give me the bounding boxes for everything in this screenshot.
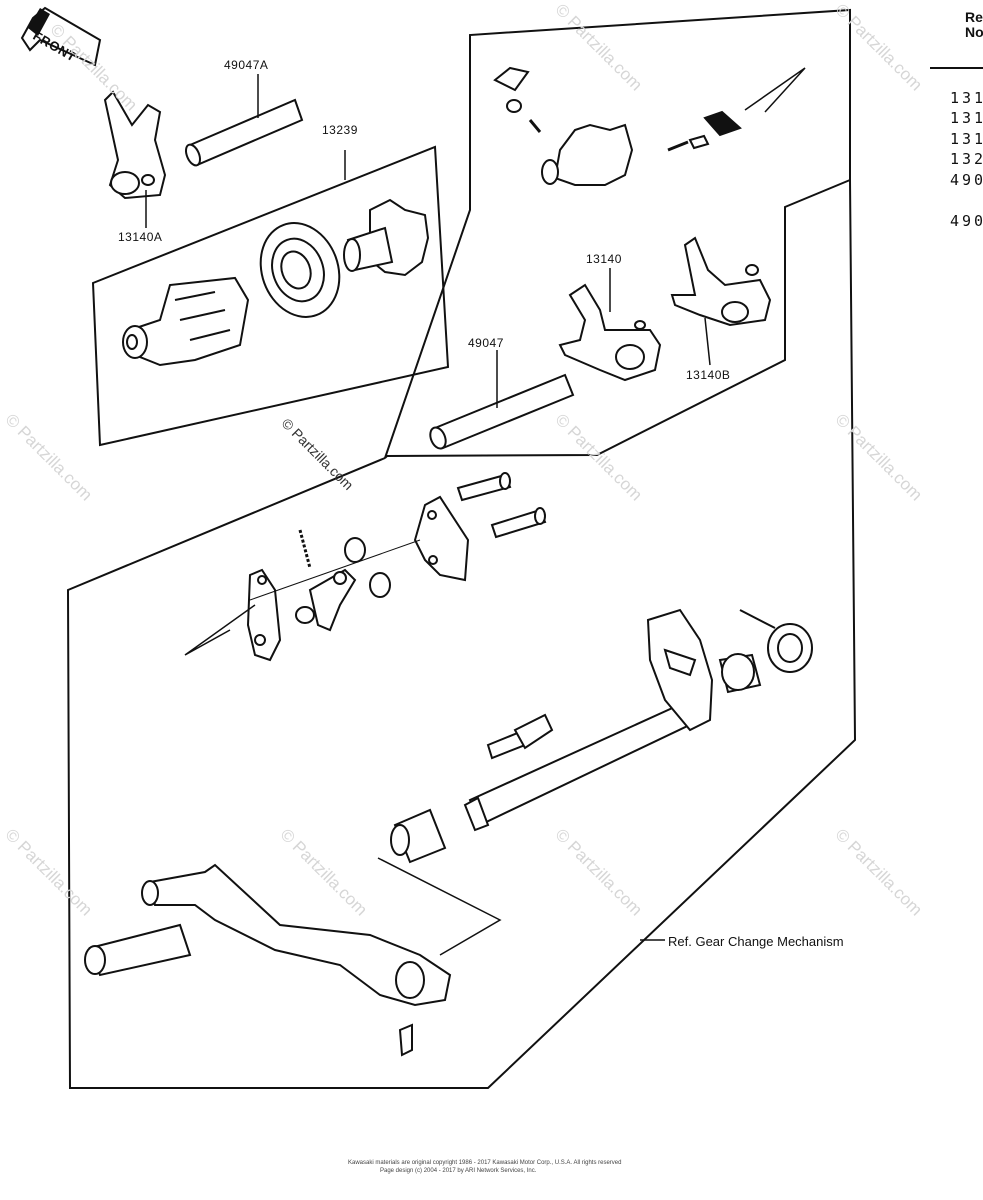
label-13140: 13140: [586, 252, 622, 266]
detent-frame: [384, 8, 851, 459]
pedal-bolt: [398, 1023, 413, 1057]
shift-shaft: [463, 608, 813, 832]
bearing: [259, 222, 341, 318]
shift-rod-49047: [429, 373, 575, 450]
label-13140b: 13140B: [686, 368, 731, 382]
label-13239: 13239: [322, 123, 358, 137]
shift-drum-cam: [343, 198, 430, 277]
label-49047a: 49047A: [224, 58, 269, 72]
detent-assembly: [493, 66, 742, 186]
side-number: 131: [950, 109, 983, 127]
side-number: 490: [950, 212, 983, 230]
shift-rod-49047a: [185, 98, 304, 167]
label-49047: 49047: [468, 336, 504, 350]
ref-header-1: Re: [965, 9, 983, 25]
shift-drum: [122, 276, 250, 367]
front-arrow-icon: [20, 6, 102, 67]
copyright-line-2: Page design (c) 2004 - 2017 by ARI Netwo…: [380, 1168, 537, 1174]
shift-fork-13140: [558, 283, 662, 382]
pedal-rubber: [84, 923, 192, 977]
reference-label: Ref. Gear Change Mechanism: [668, 934, 844, 949]
ref-header-2: No: [965, 24, 983, 40]
shaft-collar: [390, 808, 447, 864]
assembly-outline: [66, 179, 857, 1089]
shift-linkage: [246, 472, 547, 662]
shift-pedal: [141, 863, 452, 1007]
shaft-bolt: [486, 713, 554, 760]
shift-drum-frame: [91, 145, 450, 447]
label-13140a: 13140A: [118, 230, 163, 244]
side-number: 490: [950, 171, 983, 189]
side-number: 131: [950, 130, 983, 148]
shift-fork-13140b: [670, 236, 772, 327]
side-number: 131: [950, 89, 983, 107]
side-number: 132: [950, 150, 983, 168]
shift-fork-13140a: [103, 90, 167, 200]
copyright-line-1: Kawasaki materials are original copyrigh…: [348, 1160, 622, 1166]
